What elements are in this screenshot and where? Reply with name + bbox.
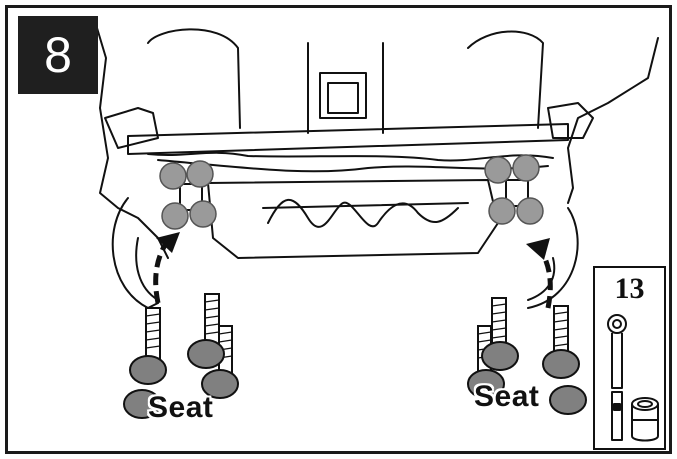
arrow-left — [153, 238, 171, 304]
seat-label-right: Seat — [474, 380, 540, 413]
bumper-beam — [127, 123, 569, 155]
instruction-frame: 8 Seat Seat 13 — [5, 5, 672, 454]
bolt-head-left-1 — [129, 355, 167, 385]
bolt-hole-right-upper-a — [484, 156, 512, 184]
socket-icon — [631, 397, 659, 442]
left-tire — [111, 197, 159, 309]
right-tire — [527, 207, 579, 309]
bolt-head-right-1 — [481, 341, 519, 371]
bolt-head-right-2 — [467, 369, 505, 399]
vehicle-body-outline — [93, 17, 169, 259]
tool-callout: 13 — [593, 266, 666, 450]
bolt-head-left-2 — [123, 389, 161, 419]
bolt-head-right-3 — [542, 349, 580, 379]
extension-bar-icon — [611, 391, 623, 441]
bolt-hole-right-lower-b — [516, 197, 544, 225]
seat-label-left: Seat — [148, 391, 214, 424]
bolt-hole-left-upper-b — [186, 160, 214, 188]
bolt-hole-right-lower-a — [488, 197, 516, 225]
bolt-hole-left-upper-a — [159, 162, 187, 190]
hitch-crossmember — [207, 179, 499, 259]
socket-size-label: 13 — [614, 272, 645, 305]
bolt-hole-right-upper-b — [512, 154, 540, 182]
vehicle-rear-diagram — [93, 17, 659, 419]
ratchet-wrench-icon — [607, 314, 627, 389]
hitch-receiver-opening — [319, 72, 367, 119]
bolt-head-left-3 — [187, 339, 225, 369]
bolt-hole-left-lower-b — [189, 200, 217, 228]
bolt-head-left-4 — [201, 369, 239, 399]
bolt-hole-left-lower-a — [161, 202, 189, 230]
step-number-badge: 8 — [18, 16, 98, 94]
bolt-head-right-4 — [549, 385, 587, 415]
